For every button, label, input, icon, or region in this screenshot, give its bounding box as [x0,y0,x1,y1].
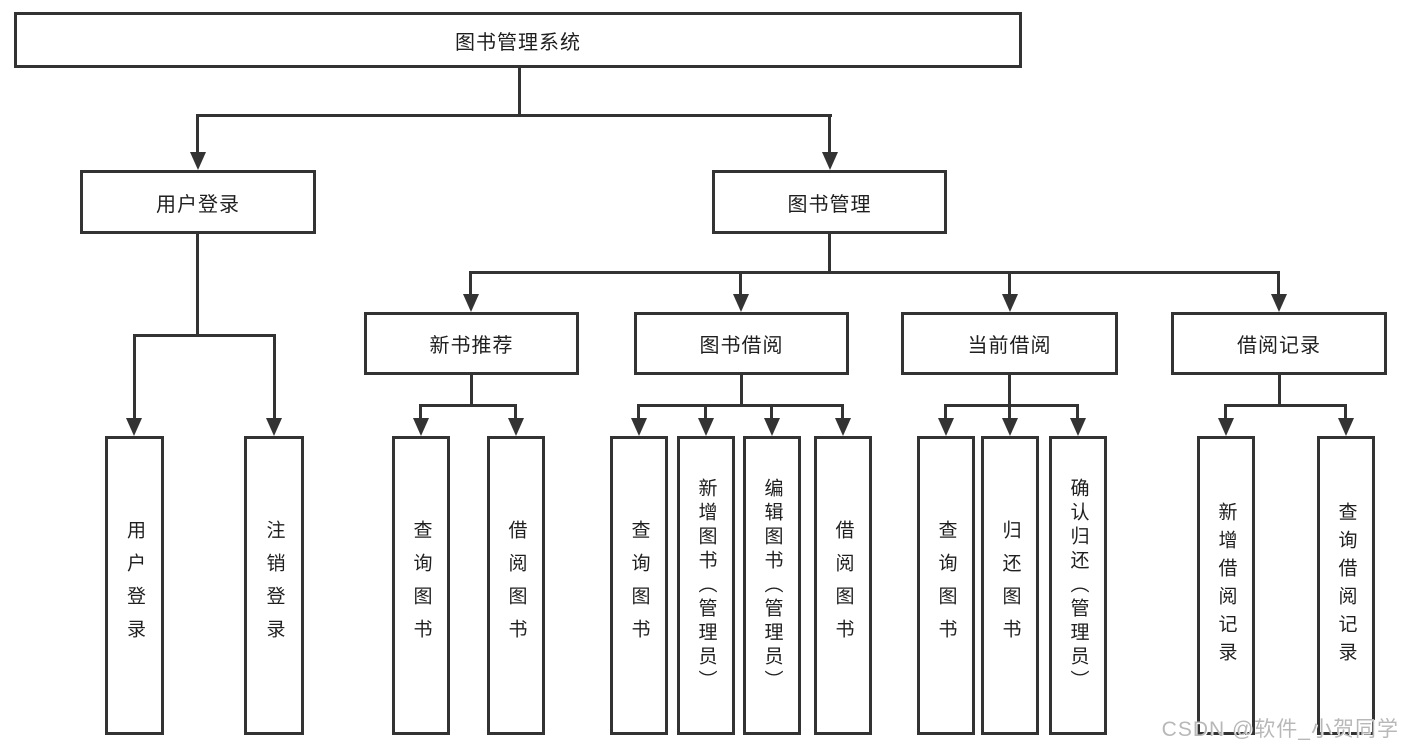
node-book-borrowing: 图书借阅 [634,312,849,375]
connector-line [1008,271,1011,294]
arrow-down-icon [266,418,282,436]
arrow-down-icon [1218,418,1234,436]
connector-line [518,68,521,116]
arrow-down-icon [1002,294,1018,312]
csdn-watermark: CSDN @软件_小贺同学 [1161,718,1399,741]
node-new-book-recommend: 新书推荐 [364,312,579,375]
connector-line [1277,271,1280,294]
node-label: 当前借阅 [967,335,1052,357]
connector-line [1344,404,1347,418]
connector-line [770,404,773,418]
connector-line [196,234,199,335]
arrow-down-icon [764,418,780,436]
connector-line [273,334,276,418]
leaf-query-books-borrowing: 查询图书 [610,436,668,735]
arrow-down-icon [822,152,838,170]
connector-line [1225,404,1347,407]
arrow-down-icon [631,418,647,436]
arrow-down-icon [508,418,524,436]
connector-line [419,404,422,418]
node-label: 借阅图书 [832,519,854,652]
connector-line [637,404,640,418]
arrow-down-icon [1338,418,1354,436]
node-label: 注销登录 [263,519,285,652]
node-label: 新增图书（管理员） [695,477,717,694]
connector-line [196,114,199,152]
node-label: 图书管理系统 [455,31,581,54]
node-book-management: 图书管理 [712,170,947,234]
connector-line [470,271,1280,274]
connector-line [828,114,831,152]
connector-line [420,404,517,407]
node-label: 新书推荐 [429,335,514,357]
connector-line [1076,404,1079,418]
connector-line [1224,404,1227,418]
node-label: 查询图书 [935,519,957,652]
arrow-down-icon [733,294,749,312]
connector-line [945,404,1079,407]
leaf-user-login: 用户登录 [105,436,164,735]
leaf-logout: 注销登录 [244,436,304,735]
node-label: 查询借阅记录 [1335,501,1357,670]
leaf-query-borrow-record: 查询借阅记录 [1317,436,1375,735]
arrow-down-icon [1002,418,1018,436]
connector-line [133,334,276,337]
leaf-query-books-current: 查询图书 [917,436,975,735]
leaf-edit-book-admin: 编辑图书（管理员） [743,436,801,735]
node-label: 编辑图书（管理员） [761,477,783,694]
leaf-return-book: 归还图书 [981,436,1039,735]
leaf-add-borrow-record: 新增借阅记录 [1197,436,1255,735]
arrow-down-icon [1070,418,1086,436]
connector-line [704,404,707,418]
connector-line [1278,375,1281,406]
node-label: 归还图书 [999,519,1021,652]
arrow-down-icon [463,294,479,312]
node-label: 确认归还（管理员） [1067,477,1089,694]
arrow-down-icon [835,418,851,436]
node-library-system-root: 图书管理系统 [14,12,1022,68]
connector-line [944,404,947,418]
connector-line [740,375,743,406]
leaf-query-books-recommend: 查询图书 [392,436,450,735]
leaf-borrow-books-recommend: 借阅图书 [487,436,545,735]
leaf-confirm-return-admin: 确认归还（管理员） [1049,436,1107,735]
leaf-borrow-books: 借阅图书 [814,436,872,735]
connector-line [739,271,742,294]
arrow-down-icon [413,418,429,436]
node-current-borrowing: 当前借阅 [901,312,1118,375]
connector-line [470,375,473,406]
node-label: 用户登录 [124,519,145,652]
node-label: 新增借阅记录 [1215,501,1237,670]
node-label: 借阅记录 [1237,335,1321,357]
connector-line [1008,375,1011,406]
connector-line [133,334,136,418]
connector-line [841,404,844,418]
node-label: 图书借阅 [699,335,784,357]
connector-line [638,404,844,407]
connector-line [469,271,472,294]
connector-line [1008,404,1011,418]
arrow-down-icon [126,418,142,436]
arrow-down-icon [1271,294,1287,312]
node-borrowing-records: 借阅记录 [1171,312,1387,375]
node-label: 查询图书 [410,519,432,652]
connector-line [514,404,517,418]
connector-line [197,114,832,117]
node-label: 图书管理 [787,193,872,216]
arrow-down-icon [938,418,954,436]
node-label: 用户登录 [156,193,240,216]
connector-line [828,234,831,274]
arrow-down-icon [698,418,714,436]
node-label: 查询图书 [628,519,650,652]
arrow-down-icon [190,152,206,170]
node-user-login: 用户登录 [80,170,316,234]
leaf-add-book-admin: 新增图书（管理员） [677,436,735,735]
node-label: 借阅图书 [505,519,527,652]
